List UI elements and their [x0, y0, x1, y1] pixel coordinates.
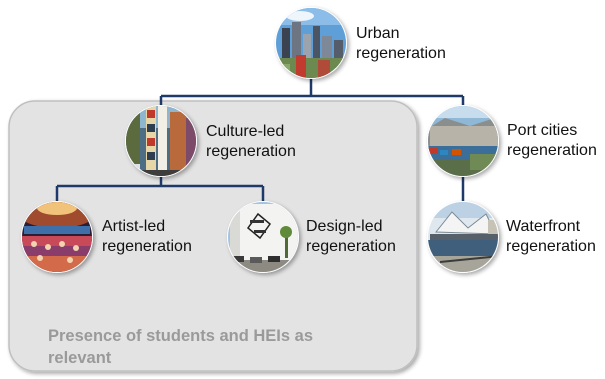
city-skyline-photo-icon: [275, 7, 347, 79]
waterfront-regeneration-label: Waterfront regeneration: [506, 217, 596, 257]
urban-label-line1: Urban: [356, 25, 400, 42]
connector-lines: [55, 78, 465, 202]
urban-regeneration-label: Urban regeneration: [356, 24, 446, 64]
design-label-line1: Design-led: [306, 218, 383, 235]
culture-led-regeneration-label: Culture-led regeneration: [206, 122, 296, 162]
waterfront-label-line1: Waterfront: [506, 218, 581, 235]
waterfront-label-line2: regeneration: [506, 238, 596, 255]
design-label-line2: regeneration: [306, 238, 396, 255]
street-banners-photo-icon: [125, 105, 197, 177]
urban-label-line2: regeneration: [356, 45, 446, 62]
waterfront-pavilion-photo-icon: [427, 201, 499, 273]
port-label-line1: Port cities: [507, 122, 578, 139]
culture-label-line1: Culture-led: [206, 123, 285, 140]
artist-label-line2: regeneration: [102, 238, 192, 255]
design-led-regeneration-label: Design-led regeneration: [306, 217, 396, 257]
artist-led-regeneration-label: Artist-led regeneration: [102, 217, 192, 257]
harbour-city-photo-icon: [427, 105, 499, 177]
students-heis-group-panel: [8, 100, 418, 372]
port-label-line2: regeneration: [507, 142, 597, 159]
design-building-photo-icon: [227, 201, 299, 273]
caption-line1: Presence of students and HEIs as: [48, 327, 314, 345]
students-heis-caption: Presence of students and HEIs as relevan…: [48, 325, 313, 369]
culture-label-line2: regeneration: [206, 143, 296, 160]
caption-line2: relevant: [48, 349, 112, 367]
artist-label-line1: Artist-led: [102, 218, 166, 235]
port-cities-regeneration-label: Port cities regeneration: [507, 121, 597, 161]
